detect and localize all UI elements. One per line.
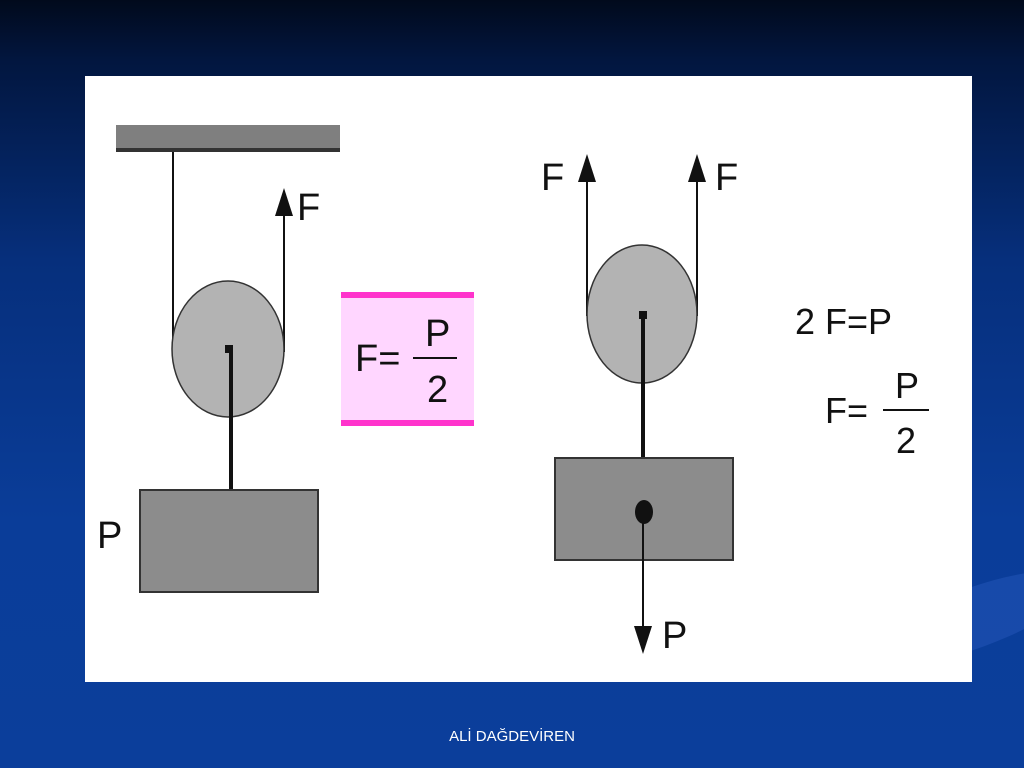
left-pulley-axle	[225, 345, 233, 353]
right-force-arrow-right	[688, 154, 706, 182]
left-formula-box: F= P 2	[341, 292, 474, 426]
right-formula-lhs: F=	[825, 390, 868, 431]
left-formula-numerator: P	[425, 313, 450, 355]
pulley-diagram: F P F= P 2 F F	[97, 125, 929, 657]
ceiling-beam-edge	[116, 148, 340, 152]
formula-box-bottom-border	[341, 420, 474, 426]
right-force-label-left: F	[541, 157, 564, 199]
right-formula-numerator: P	[895, 365, 919, 406]
right-load-center	[635, 500, 653, 524]
formula-box-top-border	[341, 292, 474, 298]
left-force-arrow	[275, 188, 293, 216]
left-force-label: F	[297, 187, 320, 229]
footer-author: ALİ DAĞDEVİREN	[449, 728, 575, 745]
ceiling-beam	[116, 125, 340, 148]
left-formula-denominator: 2	[427, 369, 448, 411]
diagram-panel: F P F= P 2 F F	[85, 76, 972, 682]
right-equations: 2 F=P F= P 2	[795, 301, 929, 461]
left-pulley-system: F P	[97, 125, 340, 593]
left-load-block	[139, 489, 319, 593]
right-equation: 2 F=P	[795, 301, 892, 342]
right-pulley-axle	[639, 311, 647, 319]
right-load-label: P	[662, 615, 687, 657]
right-force-arrow-left	[578, 154, 596, 182]
left-load-label: P	[97, 515, 122, 557]
left-formula-lhs: F=	[355, 338, 400, 380]
right-force-label-right: F	[715, 157, 738, 199]
right-pulley-system: F F P	[541, 154, 738, 657]
right-formula-denominator: 2	[896, 420, 916, 461]
right-weight-arrow	[634, 626, 652, 654]
